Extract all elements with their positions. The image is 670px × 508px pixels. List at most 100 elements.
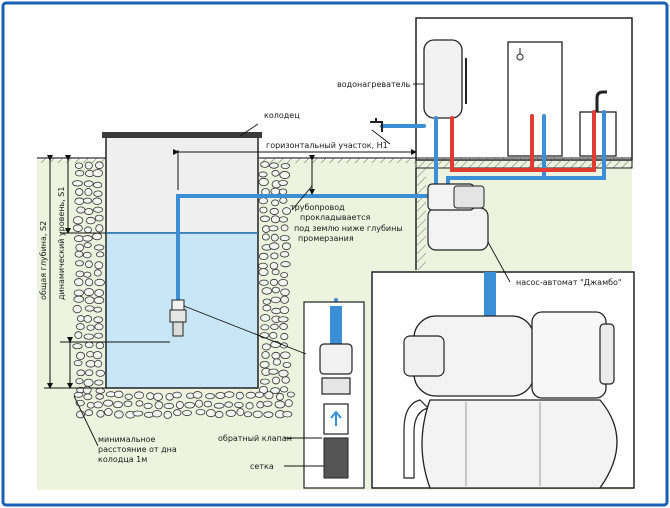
gravel-stone: [86, 351, 95, 358]
gravel-stone: [93, 316, 104, 324]
gravel-stone: [93, 190, 103, 197]
gravel-stone: [113, 401, 123, 409]
gravel-stone: [279, 197, 288, 204]
gravel-stone: [271, 286, 280, 294]
gravel-stone: [165, 392, 174, 401]
gravel-stone: [173, 409, 182, 417]
label-horizontal-section: горизонтальный участок, H1: [266, 141, 388, 150]
label-pipeline-3: под землю ниже глубины: [294, 224, 403, 233]
gravel-stone: [143, 411, 154, 418]
gravel-stone: [278, 179, 288, 186]
gravel-stone: [103, 399, 114, 407]
gravel-stone: [84, 260, 93, 269]
gravel-stone: [96, 251, 105, 258]
gravel-stone: [270, 187, 281, 196]
label-pipeline-1: трубопровод: [290, 203, 345, 212]
gravel-stone: [278, 188, 288, 196]
gravel-stone: [92, 351, 103, 360]
gravel-stone: [163, 410, 173, 419]
gravel-stone: [93, 306, 103, 313]
gravel-stone: [74, 250, 84, 258]
gravel-stone: [245, 402, 254, 410]
ground-hatch-middle: [258, 158, 416, 163]
gravel-stone: [268, 242, 280, 250]
gravel-stone: [213, 402, 225, 409]
house-floor: [415, 157, 633, 169]
gravel-stone: [83, 378, 94, 387]
label-water-heater: водонагреватель: [337, 80, 411, 89]
gravel-stone: [85, 360, 96, 368]
gravel-stone: [192, 391, 203, 399]
foot-valve-in-well: [169, 299, 187, 337]
gravel-stone: [282, 361, 292, 368]
gravel-stone: [74, 235, 84, 243]
gravel-stone: [146, 392, 155, 400]
gravel-stone: [135, 400, 144, 407]
gravel-stone: [75, 243, 84, 252]
gravel-stone: [269, 278, 279, 286]
gravel-stone: [277, 316, 289, 323]
gravel-stone: [94, 261, 104, 270]
gravel-stone: [282, 411, 293, 418]
label-min-distance-3: колодца 1м: [98, 455, 147, 464]
gravel-stone: [133, 391, 145, 400]
sink: [579, 111, 617, 157]
gravel-stone: [271, 307, 282, 315]
gravel-stone: [113, 390, 124, 399]
gravel-stone: [270, 252, 279, 260]
gravel-stone: [259, 206, 268, 214]
gravel-stone: [258, 268, 269, 276]
gravel-stone: [281, 242, 291, 251]
gravel-stone: [280, 386, 289, 393]
gravel-stone: [280, 162, 290, 169]
gravel-stone: [83, 333, 95, 340]
label-dynamic-level: динамический уровень, S1: [57, 187, 66, 300]
leader-lines: [73, 83, 511, 467]
gravel-stone: [95, 393, 104, 400]
gravel-stone: [279, 235, 290, 242]
label-min-distance-2: расстояние от дна: [98, 445, 177, 454]
gravel-stone: [96, 410, 105, 418]
gravel-stone: [258, 171, 268, 178]
label-check-valve: обратный клапан: [218, 434, 292, 443]
gravel-stone: [279, 251, 290, 258]
gravel-stone: [258, 252, 269, 260]
gravel-stone: [92, 169, 104, 178]
gravel-stone: [75, 323, 85, 330]
gravel-stone: [258, 177, 269, 187]
gravel-stone: [269, 207, 279, 215]
gravel-backfill: [72, 161, 295, 419]
gravel-stone: [74, 278, 84, 287]
gravel-stone: [83, 393, 93, 401]
gravel-stone: [92, 197, 103, 205]
gravel-stone: [92, 232, 103, 241]
shower-cabin: [507, 41, 563, 157]
gravel-stone: [280, 261, 291, 268]
hot-water-pipes: [450, 110, 596, 172]
gravel-stone: [151, 410, 163, 418]
gravel-stone: [154, 401, 164, 410]
label-pipeline-4: промерзания: [298, 234, 354, 243]
gravel-stone: [84, 341, 94, 349]
gravel-stone: [262, 298, 272, 305]
gravel-stone: [95, 369, 105, 377]
gravel-stone: [83, 180, 94, 187]
gravel-stone: [215, 392, 226, 399]
gravel-stone: [86, 401, 95, 409]
water-heater: [423, 39, 463, 119]
gravel-stone: [95, 161, 104, 170]
gravel-stone: [270, 296, 281, 304]
gravel-stone: [72, 216, 84, 225]
gravel-stone: [270, 233, 279, 242]
gravel-stone: [95, 224, 104, 233]
gravel-stone: [83, 242, 92, 249]
gravel-stone: [93, 401, 103, 409]
gravel-stone: [84, 226, 92, 234]
gravel-stone: [93, 244, 105, 251]
gravel-stone: [163, 402, 175, 409]
gravel-stone: [270, 323, 279, 330]
gravel-stone: [82, 385, 92, 395]
gravel-stone: [280, 332, 289, 341]
dimension-lines: [44, 149, 417, 389]
